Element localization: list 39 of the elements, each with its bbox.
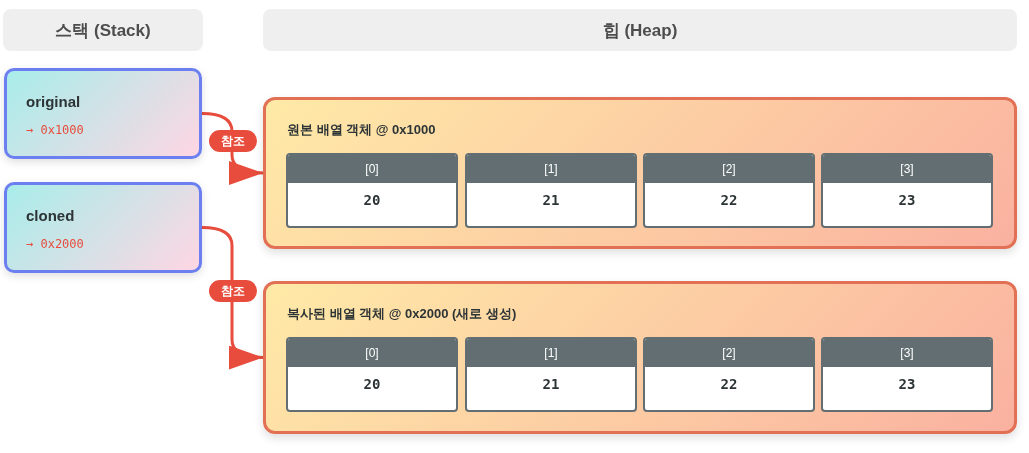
object-title: 원본 배열 객체 @ 0x1000: [287, 122, 436, 138]
index-header: [2]: [645, 339, 813, 367]
array-cell: [286, 337, 458, 412]
cell-value: 21: [542, 192, 560, 209]
variable-name: cloned: [26, 207, 75, 225]
index-header: [1]: [467, 339, 635, 367]
array-cell: [821, 153, 993, 228]
variable-name: original: [26, 93, 81, 111]
cell-value: 20: [363, 192, 381, 209]
address-text: → 0x2000: [26, 237, 84, 252]
cell-value: 21: [542, 376, 560, 393]
cell-value: 23: [898, 376, 916, 393]
index-header: [0]: [288, 155, 456, 183]
address-text: → 0x1000: [26, 123, 84, 138]
array-cell: [643, 153, 815, 228]
index-header: [3]: [823, 339, 991, 367]
arrow: [201, 226, 264, 369]
array-object-box: [263, 97, 1017, 249]
cell-value: 23: [898, 192, 916, 209]
array-cell: [465, 153, 637, 228]
variable-box: [4, 182, 202, 273]
header-title: 스택 (Stack): [55, 19, 151, 42]
array-object-box: [263, 281, 1017, 434]
header-title: 힙 (Heap): [602, 19, 678, 42]
index-header: [2]: [645, 155, 813, 183]
cell-value: 20: [363, 376, 381, 393]
edge-label: 참조: [209, 280, 257, 302]
array-cell: [821, 337, 993, 412]
edge-label: 참조: [209, 130, 257, 152]
array-cell: [286, 153, 458, 228]
variable-box: [4, 68, 202, 159]
cell-value: 22: [720, 192, 738, 209]
index-header: [0]: [288, 339, 456, 367]
object-title: 복사된 배열 객체 @ 0x2000 (새로 생성): [287, 306, 517, 322]
cell-value: 22: [720, 376, 738, 393]
index-header: [3]: [823, 155, 991, 183]
array-cell: [643, 337, 815, 412]
array-cell: [465, 337, 637, 412]
index-header: [1]: [467, 155, 635, 183]
